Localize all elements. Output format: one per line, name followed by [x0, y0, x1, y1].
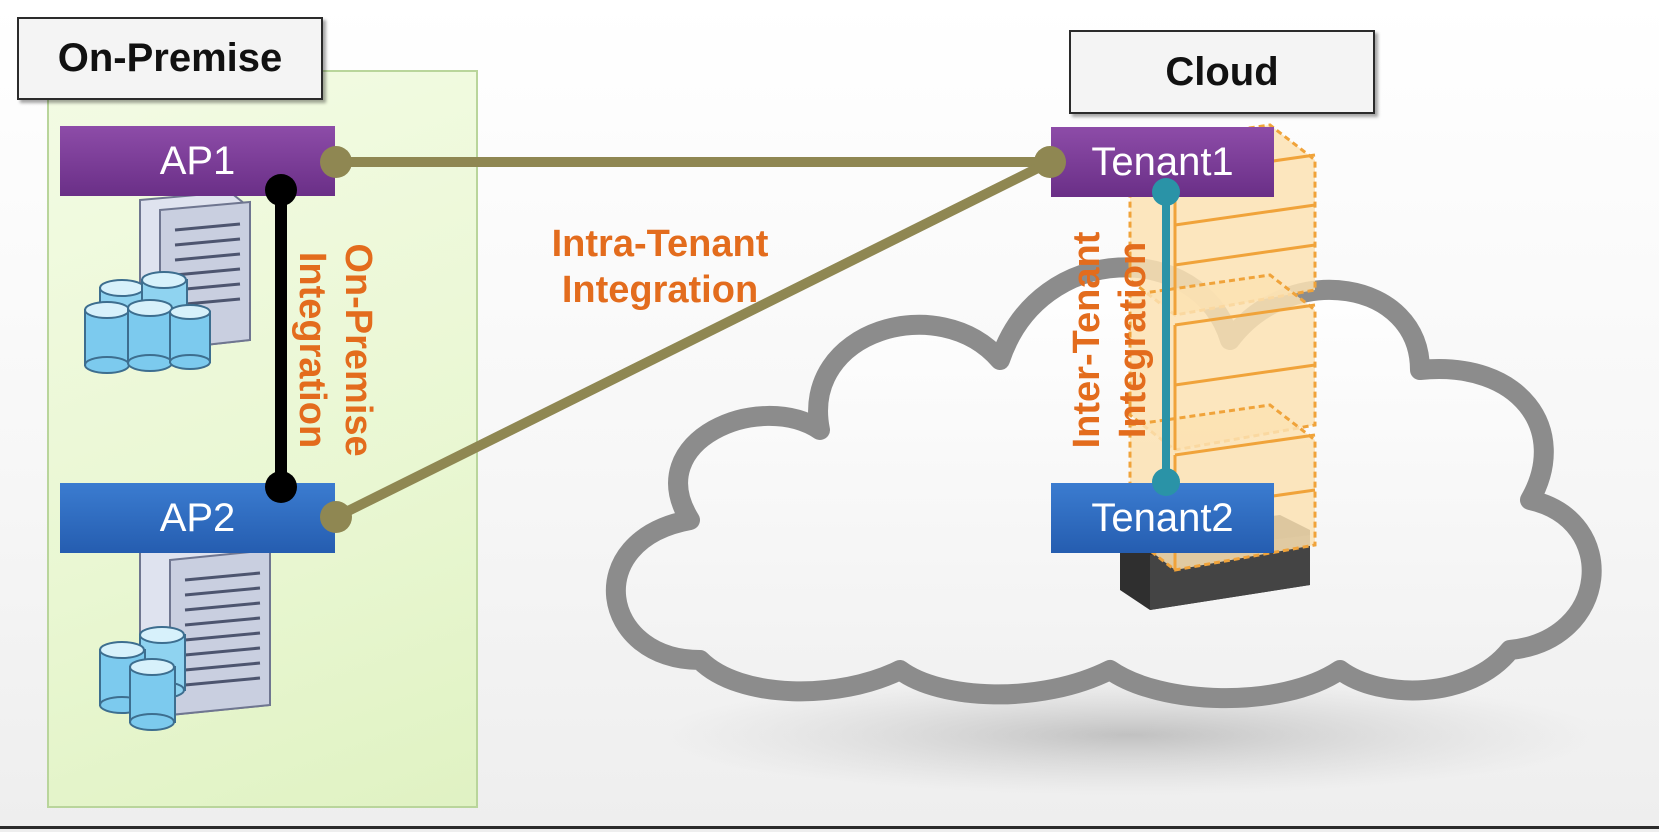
on-premise-integration-line1: On-Premise [337, 243, 379, 457]
intra-tenant-label-line1: Intra-Tenant [551, 223, 769, 265]
database-icon [84, 271, 211, 374]
inter-tenant-integration-line2: Integration [1111, 241, 1154, 439]
ap2-node: AP2 [60, 483, 335, 553]
tenant2-node: Tenant2 [1051, 483, 1274, 553]
intra-tenant-label-line2: Integration [561, 268, 759, 311]
intra-tenant-label: Intra-Tenant Integration [520, 222, 800, 313]
divider [0, 826, 1659, 829]
on-premise-title: On-Premise [17, 17, 323, 100]
inter-tenant-integration-line1: Inter-Tenant [1066, 231, 1108, 449]
connector-dot [265, 174, 297, 206]
database-icon [99, 626, 186, 731]
connector-dot [1034, 146, 1066, 178]
intra-tenant-link-ap2 [333, 157, 1053, 522]
connector-dot [320, 501, 352, 533]
connector-dot [320, 146, 352, 178]
connector-dot [1152, 178, 1180, 206]
on-premise-integration-label: On-Premise Integration [280, 220, 380, 480]
connector-dot [265, 471, 297, 503]
cloud-title: Cloud [1069, 30, 1375, 114]
inter-tenant-integration-label: Inter-Tenant Integration [1065, 210, 1165, 470]
connector-dot [1152, 468, 1180, 496]
on-premise-integration-line2: Integration [291, 251, 334, 449]
